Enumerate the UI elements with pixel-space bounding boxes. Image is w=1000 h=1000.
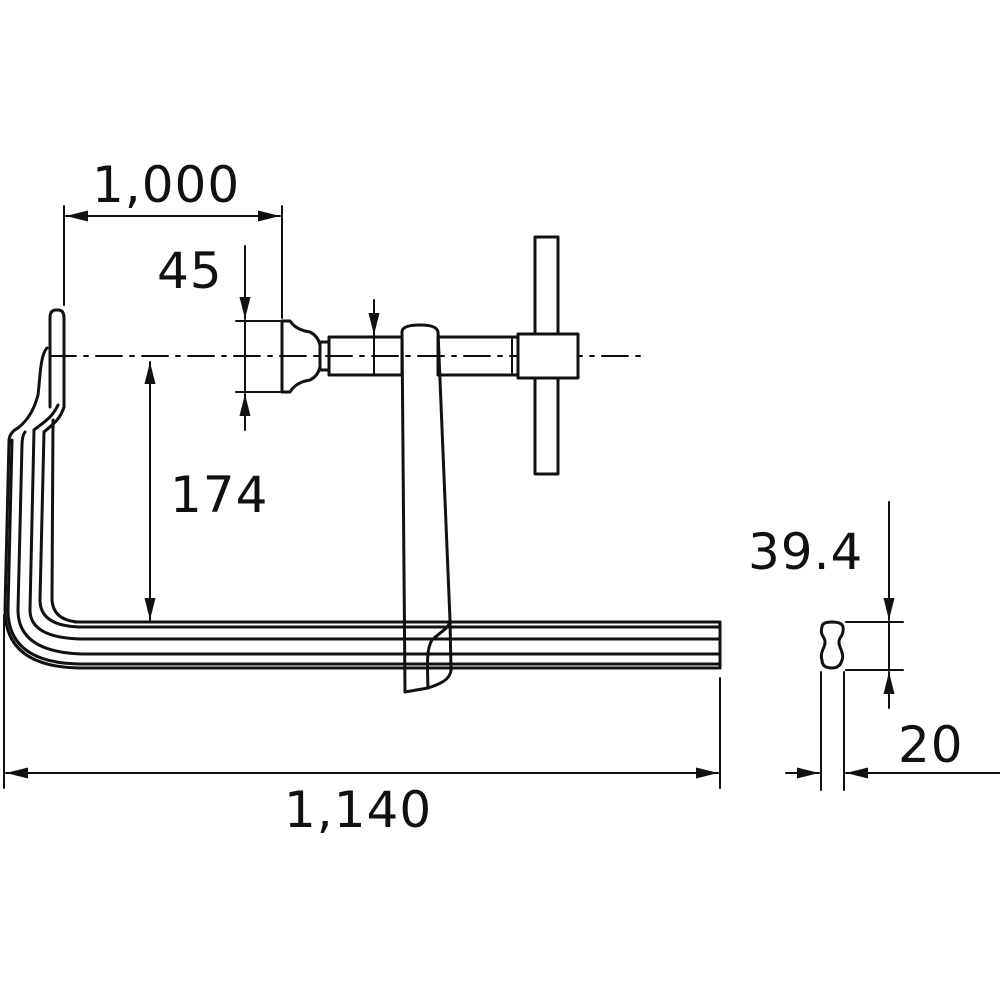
- label-pad-diameter: 45: [157, 242, 223, 300]
- dimension-overall-length: [3, 614, 721, 789]
- fixed-jaw: [16, 308, 66, 434]
- t-handle: [516, 235, 580, 476]
- dimension-bar-height: [845, 501, 904, 709]
- bar-cross-section: [819, 620, 845, 670]
- label-bar-width: 20: [898, 716, 964, 774]
- label-bar-height: 39.4: [748, 523, 864, 581]
- dimension-bar-width: [785, 671, 1000, 791]
- bar-rail: [3, 418, 722, 670]
- dimension-pad-diameter: [235, 245, 281, 431]
- label-overall-length: 1,140: [284, 781, 433, 839]
- label-throat-depth: 174: [170, 466, 269, 524]
- swivel-pad: [280, 319, 331, 394]
- label-clamp-opening: 1,000: [92, 156, 241, 214]
- sliding-jaw: [400, 323, 453, 694]
- dimension-clamp-opening: [63, 205, 283, 319]
